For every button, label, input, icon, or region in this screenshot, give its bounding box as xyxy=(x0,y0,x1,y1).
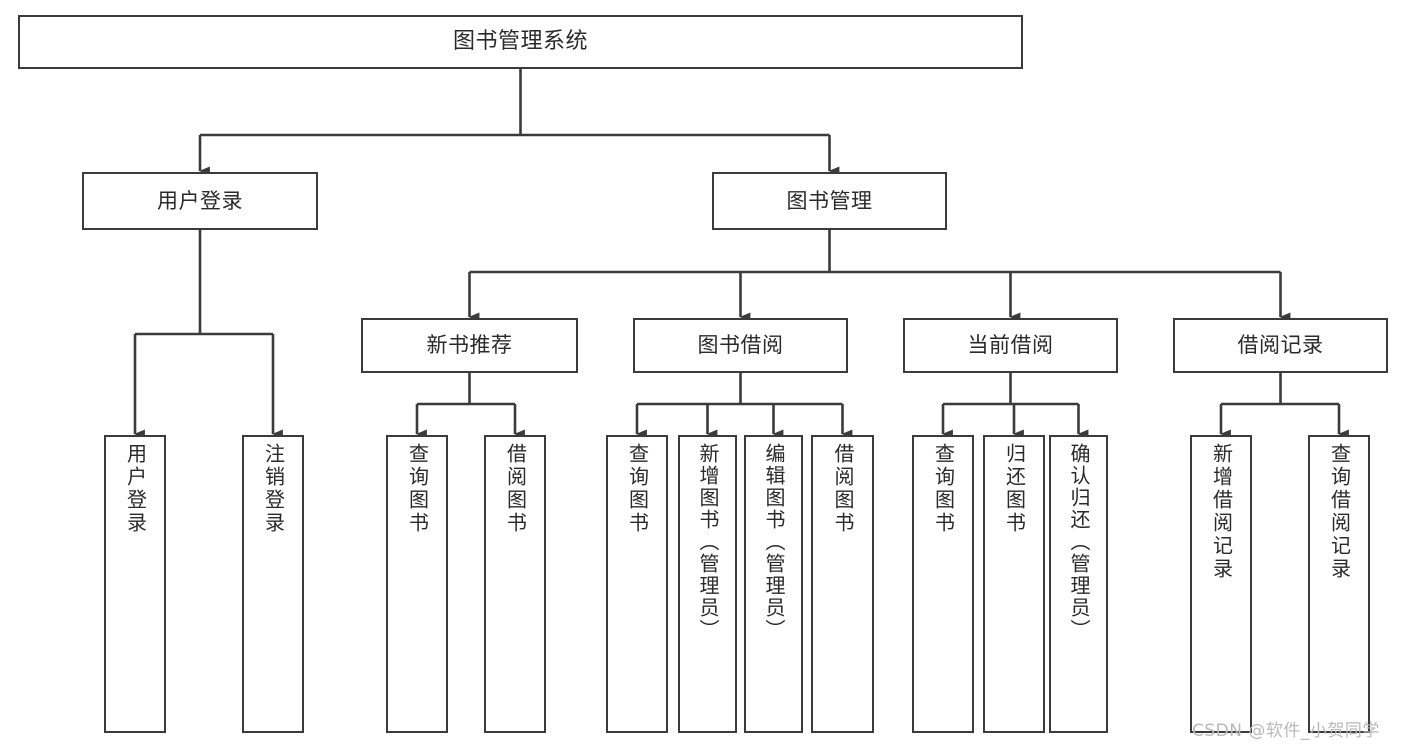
node-label: 查询图书 xyxy=(931,443,956,535)
node-l3[interactable]: 查询图书 xyxy=(386,435,448,733)
node-label: 查询图书 xyxy=(405,443,430,535)
node-newbook[interactable]: 新书推荐 xyxy=(361,318,578,373)
node-label: 借阅图书 xyxy=(831,443,855,535)
node-label: 注销登录 xyxy=(261,443,286,535)
node-login[interactable]: 用户登录 xyxy=(82,172,318,230)
node-label: 编辑图书（管理员） xyxy=(762,443,786,641)
node-l4[interactable]: 借阅图书 xyxy=(484,435,546,733)
node-l10[interactable]: 归还图书 xyxy=(983,435,1045,733)
node-l2[interactable]: 注销登录 xyxy=(242,435,304,733)
node-label: 新增借阅记录 xyxy=(1209,443,1234,581)
node-label: 借阅记录 xyxy=(1237,333,1324,358)
node-label: 新书推荐 xyxy=(426,333,513,358)
node-label: 当前借阅 xyxy=(967,333,1054,358)
node-records[interactable]: 借阅记录 xyxy=(1173,318,1388,373)
node-l13[interactable]: 查询借阅记录 xyxy=(1308,435,1370,733)
node-l12[interactable]: 新增借阅记录 xyxy=(1190,435,1252,733)
node-label: 查询图书 xyxy=(625,443,650,535)
node-label: 新增图书（管理员） xyxy=(696,443,720,641)
node-l11[interactable]: 确认归还（管理员） xyxy=(1049,435,1108,733)
node-l8[interactable]: 借阅图书 xyxy=(811,435,874,733)
node-label: 图书管理系统 xyxy=(452,29,588,55)
node-l5[interactable]: 查询图书 xyxy=(606,435,668,733)
node-l7[interactable]: 编辑图书（管理员） xyxy=(744,435,803,733)
node-label: 归还图书 xyxy=(1002,443,1027,535)
node-l9[interactable]: 查询图书 xyxy=(912,435,974,733)
node-root[interactable]: 图书管理系统 xyxy=(18,15,1023,69)
node-l1[interactable]: 用户登录 xyxy=(104,435,166,733)
node-label: 用户登录 xyxy=(123,443,148,535)
watermark: CSDN @软件_小贺同学 xyxy=(1192,721,1380,741)
node-borrow[interactable]: 图书借阅 xyxy=(633,318,848,373)
node-label: 图书管理 xyxy=(786,188,873,213)
node-label: 图书借阅 xyxy=(697,333,784,358)
node-label: 用户登录 xyxy=(157,188,243,213)
node-l6[interactable]: 新增图书（管理员） xyxy=(678,435,737,733)
node-bookmgmt[interactable]: 图书管理 xyxy=(712,172,947,230)
node-current[interactable]: 当前借阅 xyxy=(903,318,1118,373)
node-label: 借阅图书 xyxy=(503,443,528,535)
node-label: 查询借阅记录 xyxy=(1327,443,1352,581)
node-label: 确认归还（管理员） xyxy=(1067,443,1091,641)
